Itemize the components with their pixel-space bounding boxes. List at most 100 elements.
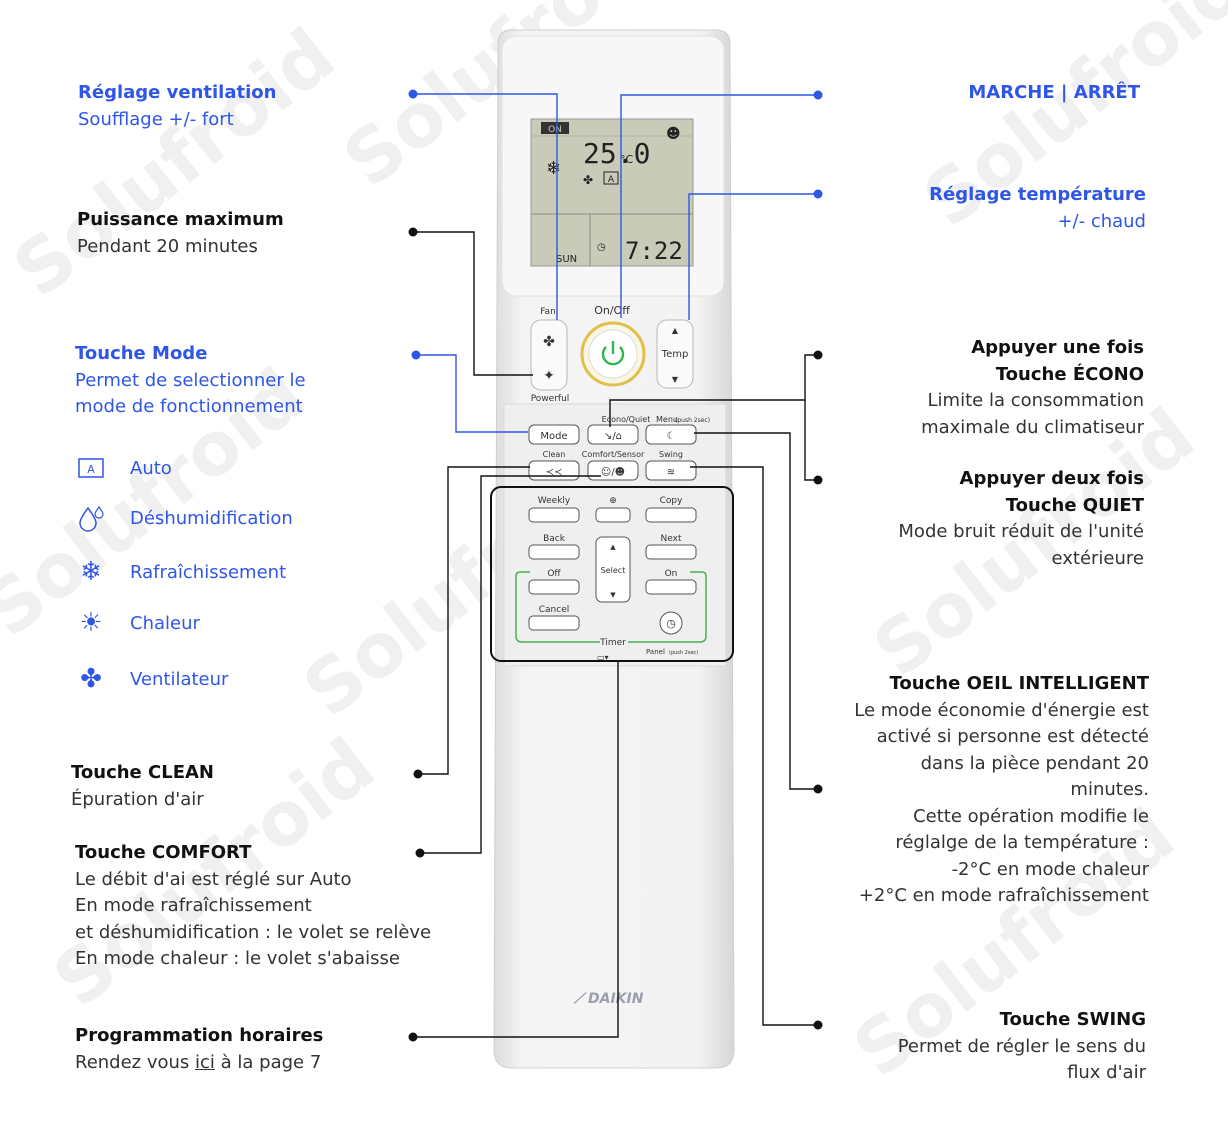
weekly-button[interactable] [528, 507, 580, 523]
label-econo: Appuyer une fois Touche ÉCONO Limite la … [921, 335, 1144, 441]
leader-dot [813, 784, 823, 794]
leader-clean [418, 466, 530, 775]
fan-powerful-rocker[interactable] [530, 319, 568, 391]
leader-quiet [804, 400, 818, 481]
comfort-sensor-icon: ☺/☻ [601, 466, 625, 478]
comfort-line: En mode chaleur : le volet s'abaisse [75, 948, 400, 969]
mode-button[interactable] [528, 424, 580, 445]
quiet-sub-2: extérieure [1051, 547, 1144, 569]
comfort-line: Le débit d'ai est réglé sur Auto [75, 868, 352, 890]
lcd-screen: ON ❄ 25.0 °C ✤ A ☻ SUN ◷ 7:22 [530, 118, 694, 267]
oeil-title: Touche OEIL INTELLIGENT [889, 673, 1149, 694]
econo-quiet-icon: ↘/⌂ [604, 431, 622, 442]
oeil-line: +2°C en mode rafraîchissement [858, 885, 1149, 906]
copy-label: Copy [660, 496, 684, 506]
programmation-sub: Rendez vous ici à la page 7 [75, 1050, 323, 1077]
leader-programmation [413, 660, 619, 1038]
copy-button[interactable] [645, 507, 697, 523]
leader-dot [813, 90, 823, 100]
mode-cooling: ❄ Rafraîchissement [74, 557, 286, 587]
oeil-line: réglalge de la température : [895, 832, 1149, 853]
oeil-line: Cette opération modifie le [913, 805, 1149, 827]
clean-button[interactable] [528, 460, 580, 481]
label-comfort: Touche COMFORT Le débit d'ai est réglé s… [75, 840, 431, 973]
lcd-clock-icon: ◷ [597, 242, 606, 253]
label-clean: Touche CLEAN Épuration d'air [71, 760, 214, 813]
clean-label: Clean [543, 450, 566, 459]
clean-sub: Épuration d'air [71, 788, 204, 810]
mode-cooling-label: Rafraîchissement [130, 561, 287, 583]
econo-quiet-label: Econo/Quiet [602, 415, 651, 424]
puissance-title: Puissance maximum [77, 209, 284, 230]
programmation-link[interactable]: ici [195, 1051, 215, 1073]
programmation-title: Programmation horaires [75, 1025, 324, 1046]
lcd-temperature: 25.0 [583, 137, 650, 170]
power-icon[interactable] [601, 346, 625, 366]
timer-panel-frame [490, 486, 734, 662]
mode-fan: ✤ Ventilateur [74, 664, 228, 694]
econo-sub-1: Limite la consommation [927, 390, 1144, 411]
panel-label: Panel [646, 648, 665, 656]
leader-mode [416, 354, 528, 433]
oeil-line: -2°C en mode chaleur [951, 858, 1149, 880]
timer-on-button[interactable] [645, 579, 697, 595]
lcd-clock: 7:22 [625, 237, 683, 265]
select-button[interactable] [595, 536, 631, 603]
mode-heating: ☀ Chaleur [74, 608, 200, 638]
menu-hint: (push 2sec) [675, 417, 710, 424]
leader-econo [609, 354, 818, 427]
programmation-sub-after: à la page 7 [214, 1051, 322, 1073]
ventilation-title: Réglage ventilation [78, 82, 277, 103]
temp-rocker[interactable] [656, 319, 694, 389]
leader-dot [413, 769, 423, 779]
oeil-line: Le mode économie d'énergie est [854, 699, 1149, 721]
econo-quiet-button[interactable] [587, 424, 639, 445]
program-arrow-icon: ⊕ [609, 496, 617, 506]
label-quiet: Appuyer deux fois Touche QUIET Mode brui… [898, 466, 1144, 572]
swing-icon: ≋ [667, 467, 675, 478]
cancel-button[interactable] [528, 615, 580, 631]
next-button[interactable] [645, 544, 697, 560]
on-label: On [665, 569, 678, 579]
leader-comfort [420, 475, 601, 854]
sun-icon: ☀ [79, 608, 103, 638]
ventilation-sub: Soufflage +/- fort [78, 108, 234, 130]
lcd-day: SUN [556, 254, 577, 265]
comfort-sensor-button[interactable] [587, 460, 639, 481]
puissance-sub: Pendant 20 minutes [77, 235, 258, 257]
label-temperature: Réglage température +/- chaud [929, 182, 1146, 235]
snowflake-icon: ❄ [80, 557, 102, 587]
temp-up-icon[interactable]: ▲ [672, 326, 679, 335]
comfort-sensor-label: Comfort/Sensor [582, 450, 645, 459]
menu-button[interactable] [645, 424, 697, 445]
label-marche: MARCHE | ARRÊT [968, 80, 1140, 107]
fan-button-icon[interactable]: ✤ [543, 334, 555, 350]
panel-button[interactable] [659, 611, 683, 635]
leader-marche [620, 94, 818, 318]
temp-down-icon[interactable]: ▼ [672, 375, 679, 384]
auto-mode-icon: A [74, 453, 108, 483]
select-down-icon[interactable]: ▼ [610, 591, 616, 599]
powerful-button-icon[interactable]: ✦ [543, 368, 555, 384]
econo-title-1: Appuyer une fois [971, 337, 1144, 358]
leader-oeil [694, 432, 818, 790]
timer-off-button[interactable] [528, 579, 580, 595]
back-button[interactable] [528, 544, 580, 560]
oeil-line: minutes. [1070, 779, 1149, 800]
comfort-title: Touche COMFORT [75, 842, 252, 863]
fan-icon: ✤ [80, 664, 102, 694]
mode-auto-label: Auto [130, 457, 172, 479]
leader-dot [813, 189, 823, 199]
label-oeil: Touche OEIL INTELLIGENT Le mode économie… [854, 671, 1149, 910]
select-label: Select [601, 566, 626, 575]
menu-label: Menu [656, 415, 678, 424]
swing-button[interactable] [645, 460, 697, 481]
battery-icon: ▭▾ [597, 653, 609, 662]
select-up-icon[interactable]: ▲ [610, 543, 616, 551]
lcd-auto-fan-icon: A [608, 175, 615, 185]
program-button[interactable] [595, 507, 631, 523]
label-swing: Touche SWING Permet de régler le sens du… [898, 1007, 1146, 1087]
back-label: Back [543, 534, 566, 544]
lcd-person-icon: ☻ [666, 126, 681, 142]
